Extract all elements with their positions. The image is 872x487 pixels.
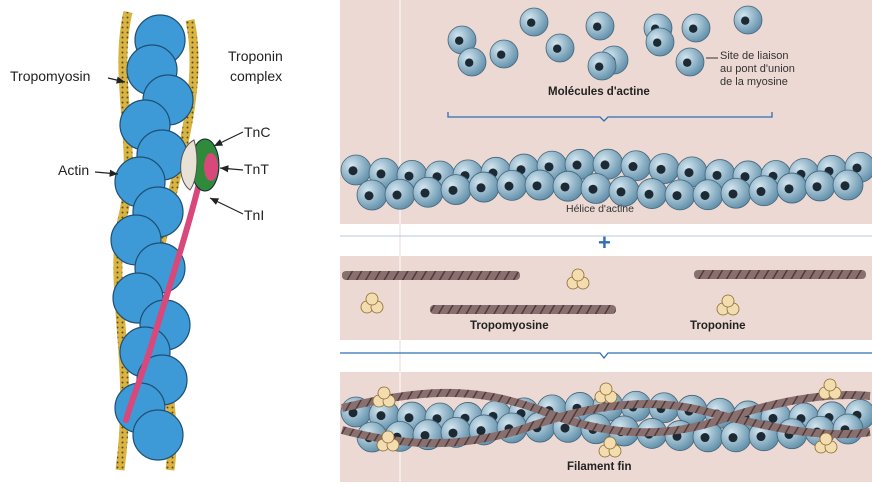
helix-top-1-site xyxy=(377,169,386,178)
helix-top-0-site xyxy=(349,166,358,175)
label-troponin-complex-line2: complex xyxy=(230,68,282,84)
fil-bottom-13-site xyxy=(729,433,738,442)
fil-bottom-4-site xyxy=(477,426,486,435)
free-actin-4-site xyxy=(741,17,749,25)
label-tropomyosine: Tropomyosine xyxy=(470,320,549,332)
fil-bottom-2-site xyxy=(421,431,430,440)
fil-bottom-12-site xyxy=(701,433,710,442)
label-tni: TnI xyxy=(244,207,264,223)
helix-top-7-site xyxy=(545,162,554,171)
helix-top-11-site xyxy=(657,165,666,174)
fil-troponine-5-c xyxy=(824,379,836,391)
label-helice-actine: Hélice d'actine xyxy=(566,203,634,215)
helix-bottom-16-site xyxy=(813,182,822,191)
helix-bottom-1-site xyxy=(393,191,402,200)
free-actin-10-site xyxy=(683,59,691,67)
fil-troponine-3-c xyxy=(600,383,612,395)
helix-bottom-15-site xyxy=(785,184,794,193)
helix-bottom-13-site xyxy=(729,189,738,198)
tnt-pink-shape xyxy=(204,153,218,181)
site-label-line1: Site de liaison xyxy=(720,50,789,62)
free-actin-0-site xyxy=(527,19,535,27)
helix-top-9-site xyxy=(601,160,610,169)
arrow-actin xyxy=(95,172,118,174)
label-molecules-actine: Molécules d'actine xyxy=(548,86,650,98)
troponine-cluster-1-c xyxy=(572,269,584,281)
fil-troponine-4-c xyxy=(604,437,616,449)
helix-top-2-site xyxy=(405,172,414,181)
helix-bottom-2-site xyxy=(421,189,430,198)
helix-bottom-5-site xyxy=(505,182,514,191)
label-tnc: TnC xyxy=(244,124,270,140)
arrow-tnt xyxy=(220,168,243,170)
fil-top-1-site xyxy=(377,411,386,420)
fil-top-2-site xyxy=(405,413,414,422)
troponine-cluster-2-c xyxy=(366,293,378,305)
plus-sign: + xyxy=(598,230,611,256)
helix-bottom-4-site xyxy=(477,183,486,192)
site-label-line2: au pont d'union xyxy=(720,63,795,75)
fil-bottom-14-site xyxy=(757,432,766,441)
arrow-tni xyxy=(210,198,243,214)
label-tropomyosin: Tropomyosin xyxy=(10,68,90,84)
helix-bottom-10-site xyxy=(645,190,654,199)
fil-bottom-7-site xyxy=(561,424,570,433)
panel-bg-middle xyxy=(340,256,872,340)
helix-bottom-9-site xyxy=(617,187,626,196)
free-actin-11-site xyxy=(465,59,473,67)
helix-bottom-14-site xyxy=(757,187,766,196)
helix-top-12-site xyxy=(685,168,694,177)
site-label-line3: de la myosine xyxy=(720,76,788,88)
helix-top-10-site xyxy=(629,162,638,171)
free-actin-5-site xyxy=(455,37,463,45)
bracket-filament xyxy=(340,353,872,358)
fil-troponine-2-c xyxy=(382,431,394,443)
label-tnt: TnT xyxy=(244,161,269,177)
helix-bottom-17-site xyxy=(841,181,850,190)
helix-top-8-site xyxy=(573,161,582,170)
actin-sphere-14 xyxy=(133,410,183,460)
helix-bottom-12-site xyxy=(701,191,710,200)
free-actin-6-site xyxy=(497,51,505,59)
label-troponin-complex-line1: Troponin xyxy=(228,48,283,64)
helix-bottom-8-site xyxy=(589,185,598,194)
free-actin-12-site xyxy=(595,62,603,70)
label-troponine: Troponine xyxy=(690,320,746,332)
helix-bottom-11-site xyxy=(673,191,682,200)
free-actin-7-site xyxy=(553,45,561,53)
helix-bottom-0-site xyxy=(365,191,374,200)
fil-troponine-1-c xyxy=(378,387,390,399)
free-actin-9-site xyxy=(653,39,661,47)
helix-top-13-site xyxy=(713,171,722,180)
troponine-cluster-3-c xyxy=(722,295,734,307)
tropomyosine-rope-2 xyxy=(694,270,866,279)
free-actin-1-site xyxy=(593,23,601,31)
label-actin: Actin xyxy=(58,162,89,178)
tropomyosine-rope-3 xyxy=(430,305,616,314)
tropomyosine-rope-1 xyxy=(342,271,520,280)
free-actin-3-site xyxy=(689,25,697,33)
label-filament-fin: Filament fin xyxy=(567,461,632,473)
helix-bottom-7-site xyxy=(561,182,570,191)
fil-troponine-6-c xyxy=(820,433,832,445)
helix-bottom-3-site xyxy=(449,186,458,195)
arrow-tnc xyxy=(214,132,243,146)
helix-bottom-6-site xyxy=(533,181,542,190)
fil-bottom-3-site xyxy=(449,429,458,438)
